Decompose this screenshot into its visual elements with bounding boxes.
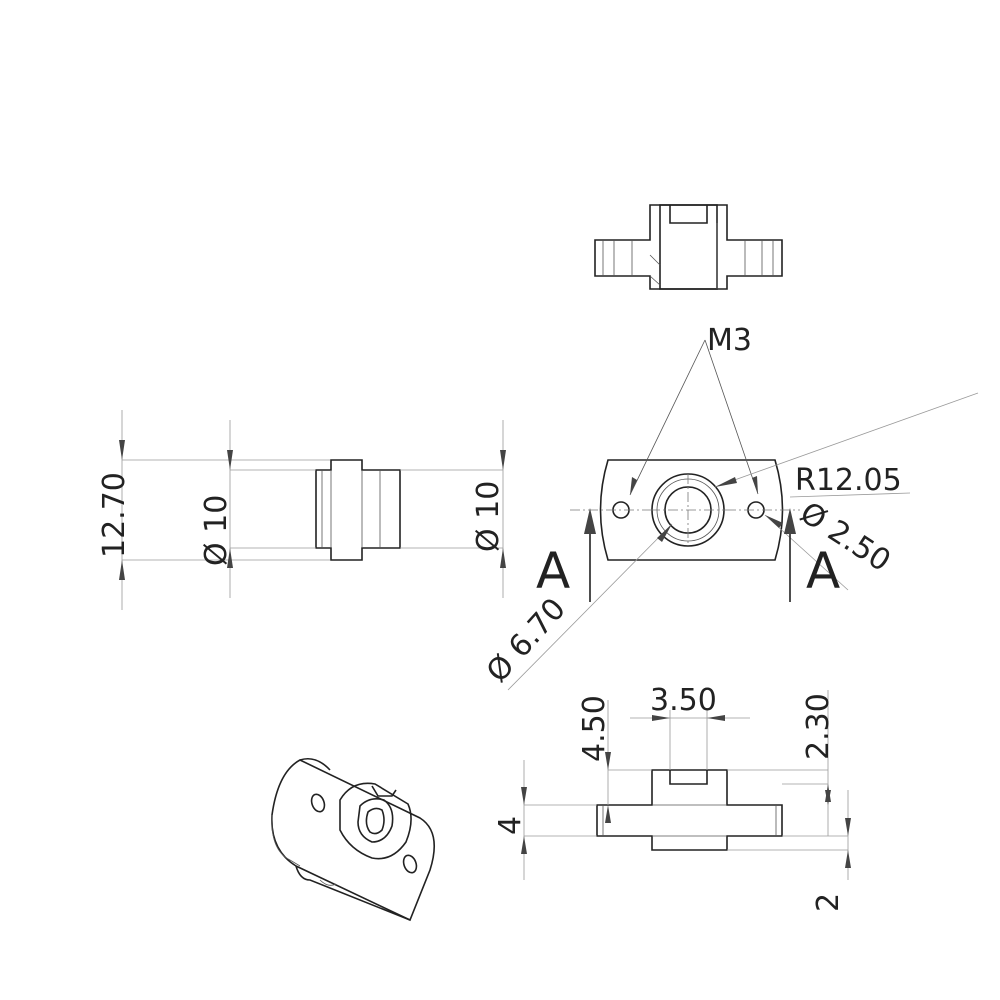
dim-label-2-30: 2.30 — [801, 693, 836, 760]
section-marker-right: A — [784, 508, 840, 602]
dim-dia-10-left: Ø 10 — [199, 420, 316, 598]
label-dia-6-70: Ø 6.70 — [480, 592, 573, 690]
dim-label-3-50: 3.50 — [650, 683, 717, 718]
dim-label-12-70: 12.70 — [97, 472, 132, 558]
section-label-left: A — [536, 542, 570, 600]
dim-slot-depth-2-30: 2.30 — [727, 690, 836, 836]
callout-r12-05: R12.05 — [714, 392, 979, 498]
dim-boss-2: 2 — [727, 790, 851, 912]
dim-label-4: 4 — [493, 816, 528, 835]
label-r12-05: R12.05 — [795, 463, 902, 498]
side-view — [315, 459, 401, 561]
dim-flange-4: 4 — [493, 760, 597, 880]
top-view — [594, 204, 783, 290]
section-label-right: A — [806, 542, 840, 600]
dim-label-dia-10-left: Ø 10 — [199, 495, 234, 566]
callout-m3: M3 — [629, 323, 759, 496]
dim-top-height-4-50: 4.50 — [577, 695, 652, 823]
dim-label-4-50: 4.50 — [577, 695, 612, 762]
dim-slot-width-3-50: 3.50 — [630, 683, 750, 770]
isometric-view — [271, 757, 436, 922]
elevation-view — [596, 769, 783, 851]
dim-height-12-70: 12.70 — [97, 410, 330, 610]
dim-label-dia-10-right: Ø 10 — [471, 481, 506, 552]
dim-label-2: 2 — [811, 893, 846, 912]
section-marker-left: A — [536, 508, 596, 602]
dim-dia-10-right: Ø 10 — [400, 420, 506, 598]
label-m3: M3 — [707, 323, 752, 358]
front-view — [570, 459, 800, 561]
callout-dia-6-70: Ø 6.70 — [480, 523, 673, 691]
